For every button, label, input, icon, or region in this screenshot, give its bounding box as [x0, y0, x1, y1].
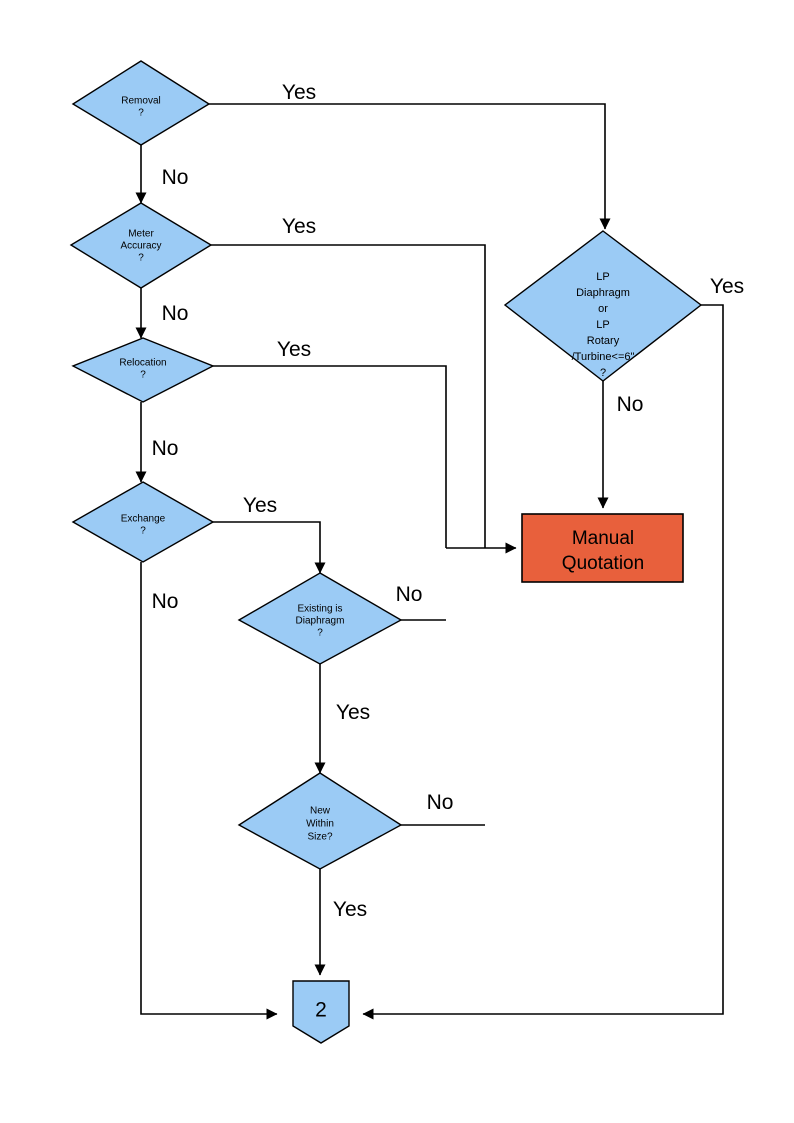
exchange-label-line-1: Exchange — [121, 514, 166, 525]
edge-label-existing-diaphragm-yes: Yes — [336, 701, 370, 724]
edge-label-removal-yes: Yes — [282, 81, 316, 104]
node-lp-diaphragm[interactable]: LP Diaphragm or LP Rotary /Turbine<=6" ? — [503, 230, 703, 382]
connector-two-shape — [292, 980, 350, 1044]
relocation-label-line-1: Relocation — [119, 358, 166, 369]
manual-quotation-label-line-1: Manual — [572, 528, 634, 549]
edge-label-exchange-no: No — [152, 590, 179, 613]
manual-quotation-box-shape — [521, 513, 684, 583]
edge-label-lp-no: No — [617, 393, 644, 416]
removal-label-line-2: ? — [138, 108, 144, 119]
edge-label-new-within-size-no: No — [427, 791, 454, 814]
edge-lp-yes — [362, 304, 724, 1020]
node-relocation[interactable]: Relocation ? — [71, 337, 215, 403]
node-removal[interactable]: Removal ? — [71, 60, 211, 146]
edge-relocation-yes — [213, 365, 447, 548]
meter-accuracy-label-line-1: Meter — [128, 229, 154, 240]
edge-label-relocation-no: No — [152, 437, 179, 460]
existing-is-diaphragm-label-line-3: ? — [317, 628, 323, 639]
lp-diaphragm-label-line-4: LP — [596, 319, 609, 331]
edge-exchange-yes — [213, 521, 326, 574]
existing-is-diaphragm-label-line-2: Diaphragm — [296, 616, 345, 627]
lp-diaphragm-diamond-shape — [503, 230, 703, 382]
existing-is-diaphragm-label-line-1: Existing is — [297, 604, 342, 615]
edge-meter-accuracy-yes — [211, 244, 486, 548]
lp-diaphragm-label-line-3: or — [598, 303, 608, 315]
edge-label-lp-yes: Yes — [710, 275, 744, 298]
node-new-within-size[interactable]: New Within Size? — [237, 772, 403, 870]
edge-label-meter-accuracy-no: No — [162, 302, 189, 325]
connector-two-label: 2 — [315, 999, 327, 1022]
node-exchange[interactable]: Exchange ? — [71, 481, 215, 563]
node-connector-two[interactable]: 2 — [292, 980, 350, 1044]
new-within-size-label-line-2: Within — [306, 819, 334, 830]
edge-exchange-no — [140, 562, 278, 1020]
meter-accuracy-label-line-3: ? — [138, 253, 144, 264]
new-within-size-diamond-shape — [237, 772, 403, 870]
meter-accuracy-diamond-shape — [69, 202, 213, 289]
relocation-label-line-2: ? — [140, 370, 146, 381]
edge-label-meter-accuracy-yes: Yes — [282, 215, 316, 238]
removal-label-line-1: Removal — [121, 96, 160, 107]
lp-diaphragm-label-line-7: ? — [600, 367, 606, 379]
edge-label-new-within-size-yes: Yes — [333, 898, 367, 921]
node-meter-accuracy[interactable]: Meter Accuracy ? — [69, 202, 213, 289]
lp-diaphragm-label-line-1: LP — [596, 271, 609, 283]
meter-accuracy-label-line-2: Accuracy — [120, 241, 161, 252]
edge-label-exchange-yes: Yes — [243, 494, 277, 517]
existing-is-diaphragm-diamond-shape — [237, 572, 403, 665]
manual-quotation-label-line-2: Quotation — [562, 553, 644, 574]
exchange-diamond-shape — [71, 481, 215, 563]
edge-label-removal-no: No — [162, 166, 189, 189]
new-within-size-label-line-3: Size? — [307, 832, 332, 843]
node-manual-quotation[interactable]: Manual Quotation — [521, 513, 684, 583]
removal-diamond-shape — [71, 60, 211, 146]
edge-removal-yes — [209, 103, 611, 230]
node-existing-is-diaphragm[interactable]: Existing is Diaphragm ? — [237, 572, 403, 665]
edge-label-relocation-yes: Yes — [277, 338, 311, 361]
lp-diaphragm-label-line-2: Diaphragm — [576, 287, 630, 299]
lp-diaphragm-label-line-6: /Turbine<=6" — [572, 351, 635, 363]
relocation-diamond-shape — [71, 337, 215, 403]
lp-diaphragm-label-line-5: Rotary — [587, 335, 620, 347]
new-within-size-label-line-1: New — [310, 806, 331, 817]
edge-label-existing-diaphragm-no: No — [396, 583, 423, 606]
exchange-label-line-2: ? — [140, 526, 146, 537]
